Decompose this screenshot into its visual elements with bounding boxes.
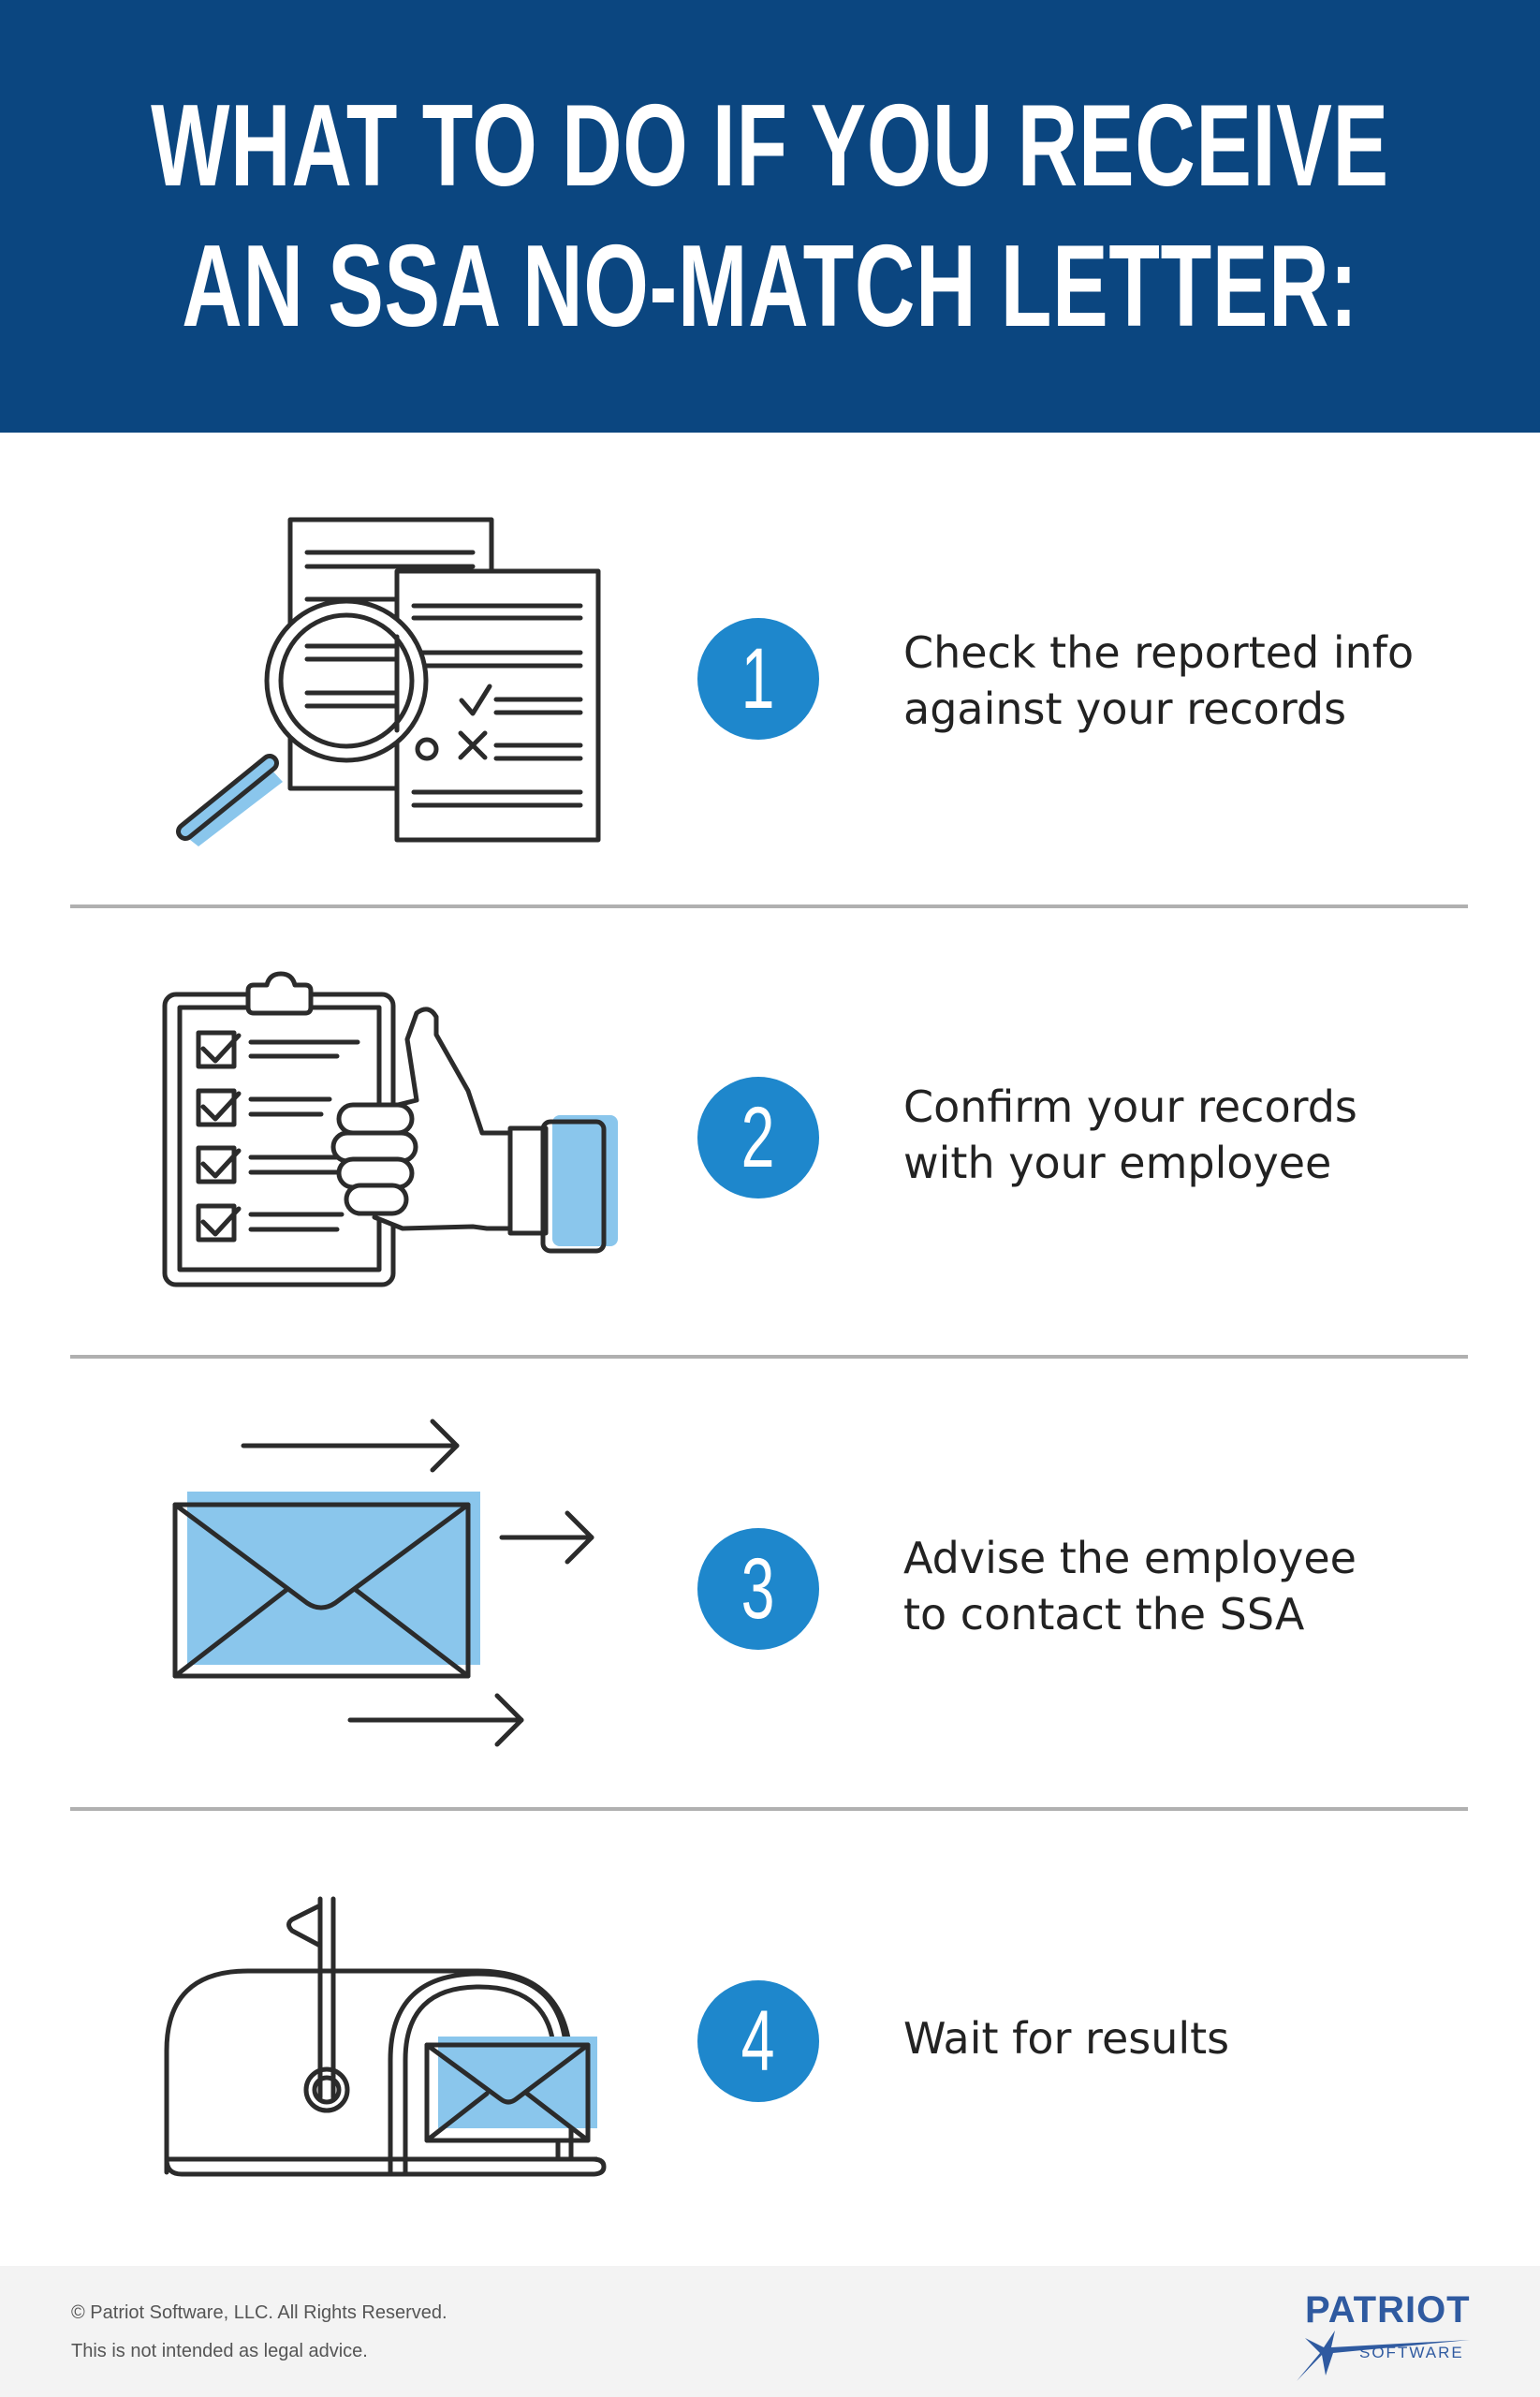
clipboard-thumbs-up-icon [150, 955, 618, 1311]
step-number: 4 [741, 1993, 775, 2089]
step-number-badge: 3 [697, 1528, 819, 1650]
step-text-line-2: to contact the SSA [903, 1589, 1305, 1640]
disclaimer-text: This is not intended as legal advice. [71, 2341, 368, 2361]
magnifier-documents-icon [150, 496, 618, 852]
logo-brand: PATRIOT [1305, 2289, 1471, 2331]
patriot-software-logo: PATRIOT SOFTWARE [1292, 2289, 1498, 2383]
step-2: 2 Confirm your records with your employe… [0, 908, 1540, 1358]
step-number: 2 [741, 1090, 775, 1185]
divider [70, 904, 1468, 908]
divider [70, 1355, 1468, 1359]
step-text: Confirm your records with your employee [903, 1079, 1484, 1191]
footer: © Patriot Software, LLC. All Rights Rese… [0, 2266, 1540, 2397]
step-text: Wait for results [903, 2010, 1484, 2066]
page-title-line-2: AN SSA NO-MATCH LETTER: [182, 222, 1358, 351]
mailbox-icon [150, 1882, 618, 2238]
step-4: 4 Wait for results [0, 1812, 1540, 2261]
step-number-badge: 1 [697, 618, 819, 740]
step-text-line-1: Wait for results [903, 2013, 1230, 2064]
step-number: 1 [741, 631, 775, 727]
star-swoosh-icon [1297, 2331, 1470, 2381]
step-text-line-1: Check the reported info [903, 627, 1415, 678]
page-title-line-1: WHAT TO DO IF YOU RECEIVE [151, 81, 1389, 211]
step-text-line-1: Advise the employee [903, 1533, 1357, 1583]
step-3: 3 Advise the employee to contact the SSA [0, 1360, 1540, 1809]
step-text-line-1: Confirm your records [903, 1081, 1357, 1132]
step-number-badge: 4 [697, 1980, 819, 2102]
step-text: Check the reported info against your rec… [903, 625, 1484, 737]
step-1: 1 Check the reported info against your r… [0, 454, 1540, 904]
step-number: 3 [741, 1541, 775, 1637]
envelope-arrows-icon [150, 1404, 618, 1760]
step-text-line-2: against your records [903, 684, 1347, 734]
step-number-badge: 2 [697, 1077, 819, 1198]
divider [70, 1807, 1468, 1811]
step-text-line-2: with your employee [903, 1138, 1332, 1188]
logo-sub: SOFTWARE [1359, 2344, 1464, 2361]
header-banner: WHAT TO DO IF YOU RECEIVE AN SSA NO-MATC… [0, 0, 1540, 433]
step-text: Advise the employee to contact the SSA [903, 1530, 1484, 1642]
copyright-text: © Patriot Software, LLC. All Rights Rese… [71, 2302, 447, 2323]
